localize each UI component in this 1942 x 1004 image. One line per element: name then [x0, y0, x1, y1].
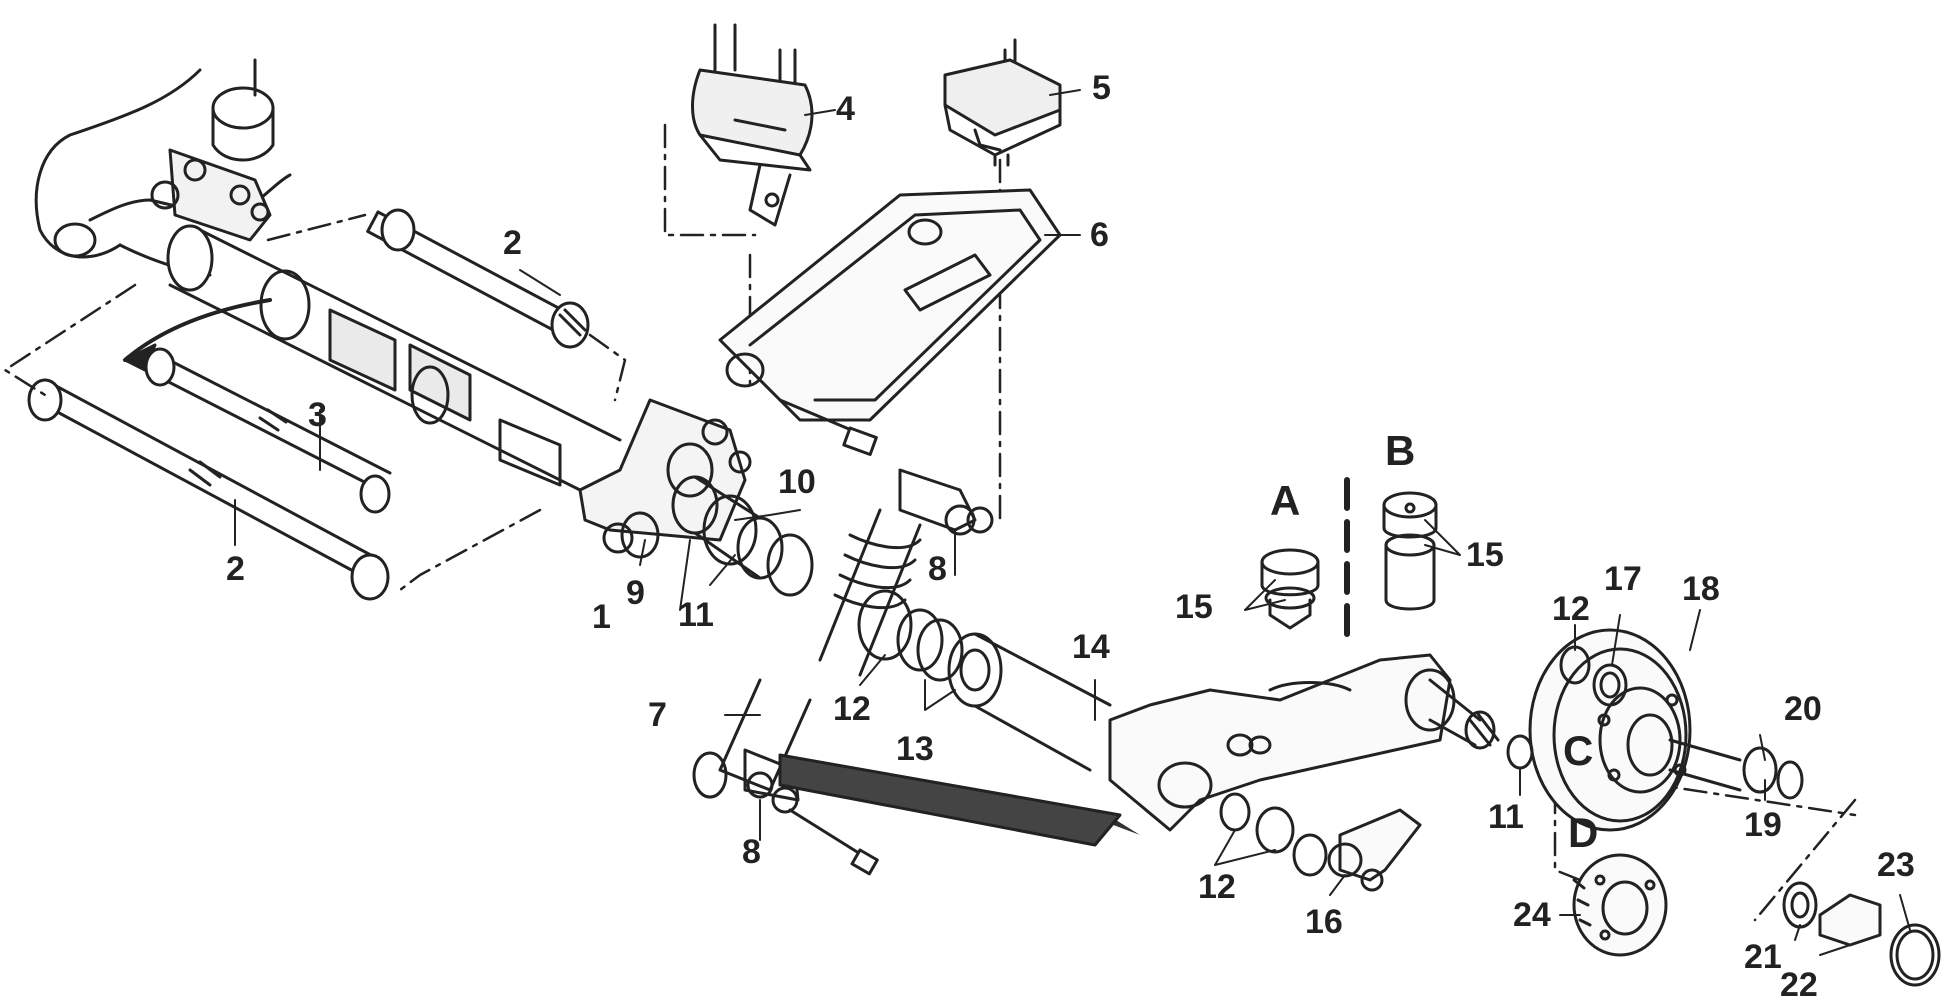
callout-2-lower: 2: [226, 550, 245, 588]
long-bolt-upper: [366, 208, 590, 349]
callout-23: 23: [1877, 846, 1915, 884]
brake-drum-18: [1528, 628, 1804, 832]
direction-curl-arrow: [123, 298, 272, 362]
callout-4: 4: [836, 90, 855, 128]
shock-absorber-7: [692, 468, 994, 876]
section-label-d: D: [1568, 809, 1599, 856]
lower-bushings-16: [1219, 792, 1422, 892]
callout-7: 7: [648, 696, 667, 734]
callout-leader-lines: [234, 89, 1911, 956]
callout-3: 3: [308, 396, 327, 434]
callout-8-upper: 8: [928, 550, 947, 588]
callout-12-right: 12: [1552, 590, 1590, 628]
callout-1: 1: [592, 598, 611, 636]
callout-22: 22: [1780, 966, 1818, 1004]
hub-flange-24: [1572, 853, 1668, 957]
callout-5: 5: [1092, 69, 1111, 107]
callout-11-left: 11: [678, 596, 714, 634]
callout-2-upper: 2: [503, 224, 522, 262]
long-bolt-lower: [27, 378, 390, 601]
bleed-through-text: [1870, 10, 1940, 990]
bushing-stack-left: [620, 475, 814, 597]
callout-6: 6: [1090, 216, 1109, 254]
axle-crossmember: [34, 58, 752, 554]
callout-9: 9: [626, 574, 645, 612]
bearing-parts: [1782, 881, 1941, 987]
callout-13: 13: [896, 730, 934, 768]
trailing-link-6: [718, 188, 1062, 456]
callout-18: 18: [1682, 570, 1720, 608]
bushing-stack-middle: [857, 589, 1112, 772]
callout-16: 16: [1305, 903, 1343, 941]
callout-12-lower: 12: [1198, 868, 1236, 906]
callout-14: 14: [1072, 628, 1110, 666]
bump-stop-b: [1382, 491, 1438, 611]
callout-12-middle: 12: [833, 690, 871, 728]
threaded-stud: [144, 347, 392, 514]
callout-21: 21: [1744, 938, 1782, 976]
rubber-mount-5: [943, 38, 1062, 167]
callout-17: 17: [1604, 560, 1642, 598]
bump-stop-a: [1260, 548, 1320, 630]
section-label-b: B: [1385, 427, 1416, 474]
section-label-c: C: [1563, 727, 1594, 774]
callout-24: 24: [1513, 896, 1551, 934]
engine-mount-4: [691, 23, 814, 227]
callout-15-a: 15: [1175, 588, 1213, 626]
section-label-a: A: [1270, 477, 1301, 524]
callout-11-right: 11: [1488, 798, 1524, 836]
callout-15-b: 15: [1466, 536, 1504, 574]
callout-20: 20: [1784, 690, 1822, 728]
callout-8-lower: 8: [742, 833, 761, 871]
hub-carrier-14: [1108, 653, 1500, 832]
callout-19: 19: [1744, 806, 1782, 844]
callout-10: 10: [778, 463, 816, 501]
